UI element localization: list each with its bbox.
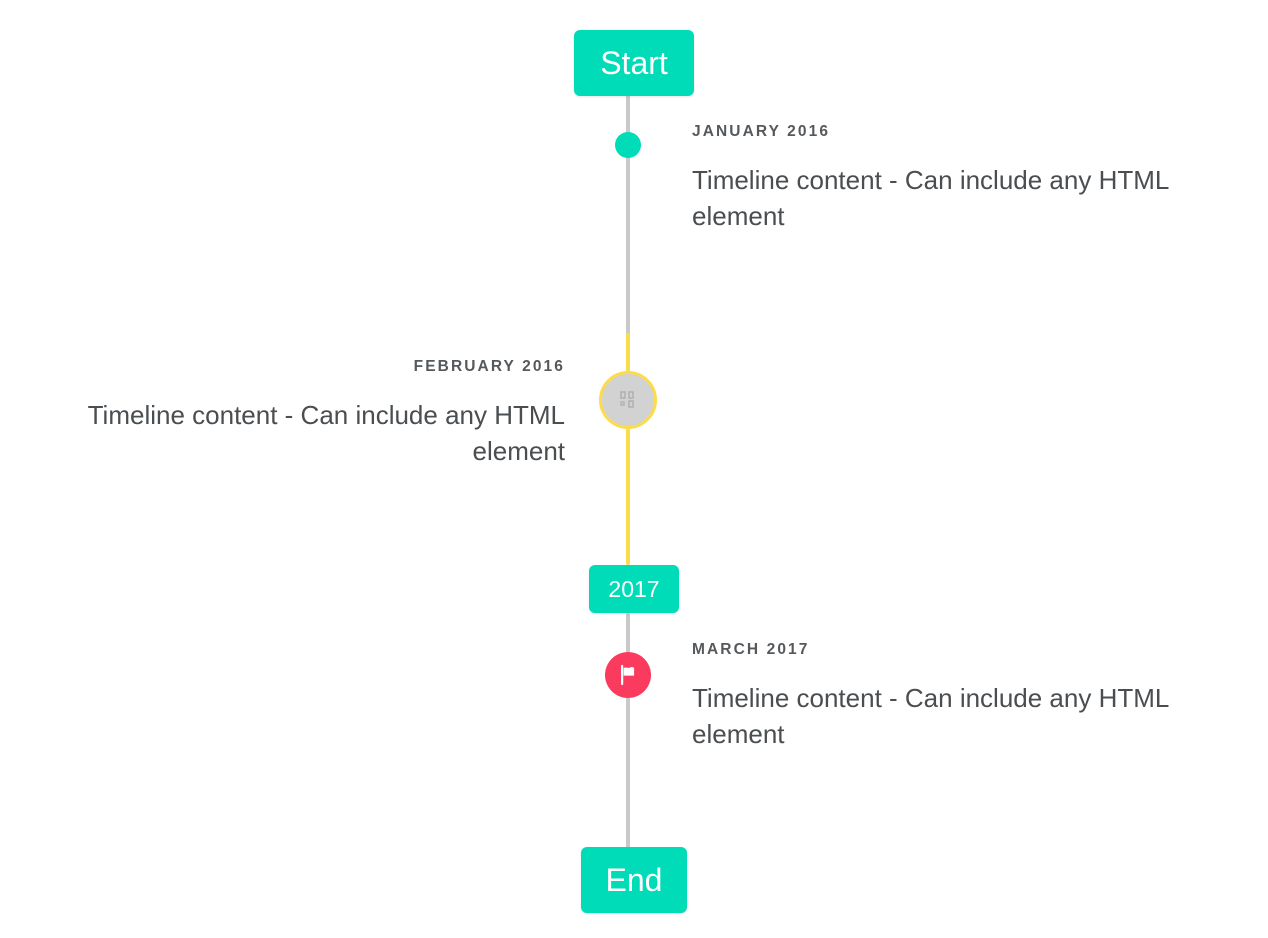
- timeline-entry-date: February 2016: [413, 358, 565, 375]
- timeline-entry-date: January 2016: [692, 123, 831, 140]
- timeline-rail-lower: [626, 613, 630, 853]
- dot-marker[interactable]: [615, 132, 641, 158]
- timeline-entry-text: Timeline content - Can include any HTML …: [692, 164, 1169, 232]
- timeline-entry-body: February 2016 Timeline content - Can inc…: [25, 359, 565, 470]
- flag-marker[interactable]: [605, 652, 651, 698]
- timeline-start-badge[interactable]: Start: [574, 30, 694, 96]
- flag-icon: [621, 664, 635, 686]
- timeline-year-badge[interactable]: 2017: [589, 565, 679, 613]
- timeline-entry-text: Timeline content - Can include any HTML …: [87, 399, 565, 467]
- timeline-entry-body: March 2017 Timeline content - Can includ…: [692, 642, 1232, 753]
- timeline-entry-body: January 2016 Timeline content - Can incl…: [692, 124, 1232, 235]
- timeline-entry-date: March 2017: [692, 641, 810, 658]
- timeline-rail-highlighted: [626, 333, 630, 565]
- timeline-end-badge[interactable]: End: [581, 847, 687, 913]
- broken-image-icon: [620, 391, 634, 408]
- missing-image-marker[interactable]: [599, 371, 657, 429]
- timeline-rail-upper: [626, 95, 630, 335]
- timeline-entry-text: Timeline content - Can include any HTML …: [692, 682, 1169, 750]
